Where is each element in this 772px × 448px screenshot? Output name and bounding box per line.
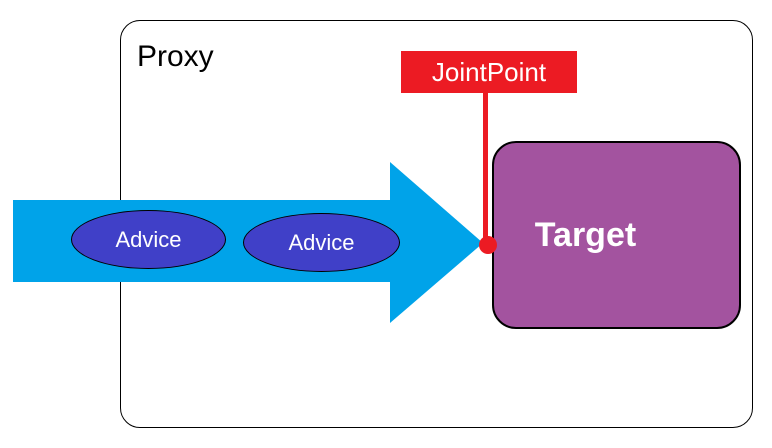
- advice-ellipse-2: Advice: [243, 213, 400, 272]
- proxy-label: Proxy: [137, 40, 214, 73]
- jointpoint-connector-line: [483, 91, 488, 245]
- jointpoint-dot: [479, 236, 497, 254]
- advice-label-1: Advice: [115, 226, 182, 252]
- target-box: Target: [492, 141, 741, 329]
- target-label: Target: [534, 215, 637, 254]
- advice-ellipse-1: Advice: [71, 210, 226, 269]
- jointpoint-callout: JointPoint: [401, 51, 577, 93]
- jointpoint-label: JointPoint: [431, 56, 547, 87]
- advice-label-2: Advice: [288, 229, 355, 255]
